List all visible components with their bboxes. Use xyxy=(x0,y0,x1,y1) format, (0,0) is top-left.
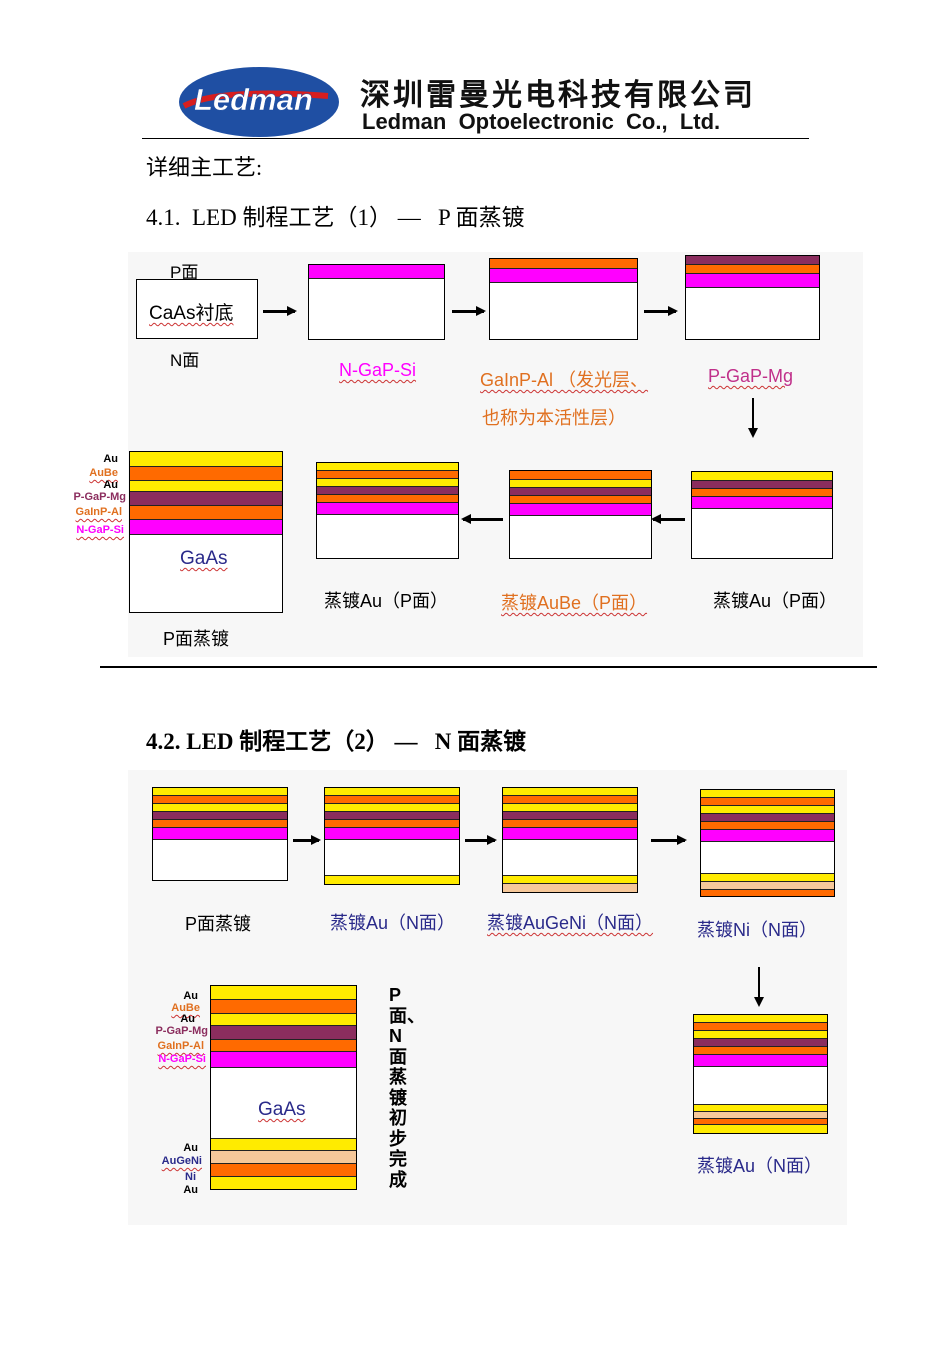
substrate-gaas-label: GaAs xyxy=(258,1099,306,1120)
n-step3-label: 蒸镀Ni（N面） xyxy=(697,920,817,940)
layer-label-augeni: AuGeNi xyxy=(161,1155,202,1167)
wafer-step6 xyxy=(316,462,459,559)
section-heading: 详细主工艺: xyxy=(146,155,263,180)
arrow-right-icon xyxy=(263,306,297,316)
step6-label: 蒸镀Au（P面） xyxy=(324,591,449,611)
final-caption-p: P面蒸镀 xyxy=(163,629,230,649)
wafer-n-step1 xyxy=(324,787,460,885)
layer-label-aube: AuBe xyxy=(89,467,118,479)
wafer-n-step4 xyxy=(693,1014,828,1134)
substrate-label: CaAs衬底 xyxy=(149,303,234,324)
arrow-right-icon xyxy=(293,835,321,845)
wafer-n-step2 xyxy=(502,787,638,893)
step1-label: N-GaP-Si xyxy=(339,360,417,380)
step3-label: P-GaP-Mg xyxy=(708,366,794,386)
layer-label-gainp: GaInP-Al xyxy=(75,506,122,518)
wafer-step4 xyxy=(691,471,833,559)
arrow-right-icon xyxy=(644,306,678,316)
final-wafer-p: GaAs xyxy=(129,451,283,613)
wafer-step1 xyxy=(308,264,445,340)
layer-label-ngap: N-GaP-Si xyxy=(76,524,124,536)
header-rule xyxy=(142,138,809,139)
wafer-n-step3 xyxy=(700,789,835,897)
final-caption-pn: P面、N面蒸镀初步完成 xyxy=(389,985,425,1190)
layer-label-pgap: P-GaP-Mg xyxy=(155,1025,208,1037)
section-divider xyxy=(100,666,877,668)
arrow-left-icon xyxy=(461,514,503,524)
n-face-label: N面 xyxy=(170,351,200,370)
layer-label-au: Au xyxy=(103,453,118,465)
layer-label-pgap: P-GaP-Mg xyxy=(73,491,126,503)
layer-label-au-n: Au xyxy=(183,1142,198,1154)
step4-label: 蒸镀Au（P面） xyxy=(713,591,838,611)
arrow-down-icon xyxy=(754,967,764,1007)
wafer-n-step0 xyxy=(152,787,288,881)
arrow-right-icon xyxy=(651,835,687,845)
n-step4-label: 蒸镀Au（N面） xyxy=(697,1156,823,1176)
step2-label-line2: 也称为本活性层） xyxy=(482,408,626,428)
n-step2-label: 蒸镀AuGeNi（N面） xyxy=(487,913,654,933)
final-wafer-pn: GaAs xyxy=(210,985,357,1190)
wafer-step5 xyxy=(509,470,652,559)
n-step1-label: 蒸镀Au（N面） xyxy=(330,913,456,933)
layer-label-au: Au xyxy=(183,990,198,1002)
layer-label-aube: AuBe xyxy=(171,1002,200,1014)
p-face-label: P面 xyxy=(170,263,199,282)
step5-label: 蒸镀AuBe（P面） xyxy=(501,593,648,613)
logo: Ledman xyxy=(178,66,340,138)
arrow-right-icon xyxy=(465,835,497,845)
arrow-down-icon xyxy=(748,398,758,438)
step2-label-line1: GaInP-Al （发光层、 xyxy=(480,370,649,390)
wafer-step3 xyxy=(685,255,820,340)
layer-label-ni: Ni xyxy=(185,1171,196,1183)
substrate-gaas-label: GaAs xyxy=(180,548,228,569)
layer-label-ngap: N-GaP-Si xyxy=(158,1053,206,1065)
logo-text: Ledman xyxy=(194,82,313,117)
layer-label-gainp: GaInP-Al xyxy=(157,1040,204,1052)
arrow-left-icon xyxy=(651,514,685,524)
company-name-cn: 深圳雷曼光电科技有限公司 xyxy=(360,79,756,112)
substrate-box: CaAs衬底 xyxy=(136,279,258,339)
company-name-en: Ledman Optoelectronic Co., Ltd. xyxy=(362,109,721,134)
section1-title: 4.1. LED 制程工艺（1） — P 面蒸镀 xyxy=(146,205,525,230)
layer-label-au-n: Au xyxy=(183,1184,198,1196)
ledman-logo-icon: Ledman xyxy=(179,67,339,137)
wafer-step2 xyxy=(489,258,638,340)
layer-label-au: Au xyxy=(103,479,118,491)
section2-title: 4.2. LED 制程工艺（2） — N 面蒸镀 xyxy=(146,729,527,754)
arrow-right-icon xyxy=(452,306,486,316)
layer-label-au: Au xyxy=(180,1013,195,1025)
n-step0-label: P面蒸镀 xyxy=(185,914,252,934)
